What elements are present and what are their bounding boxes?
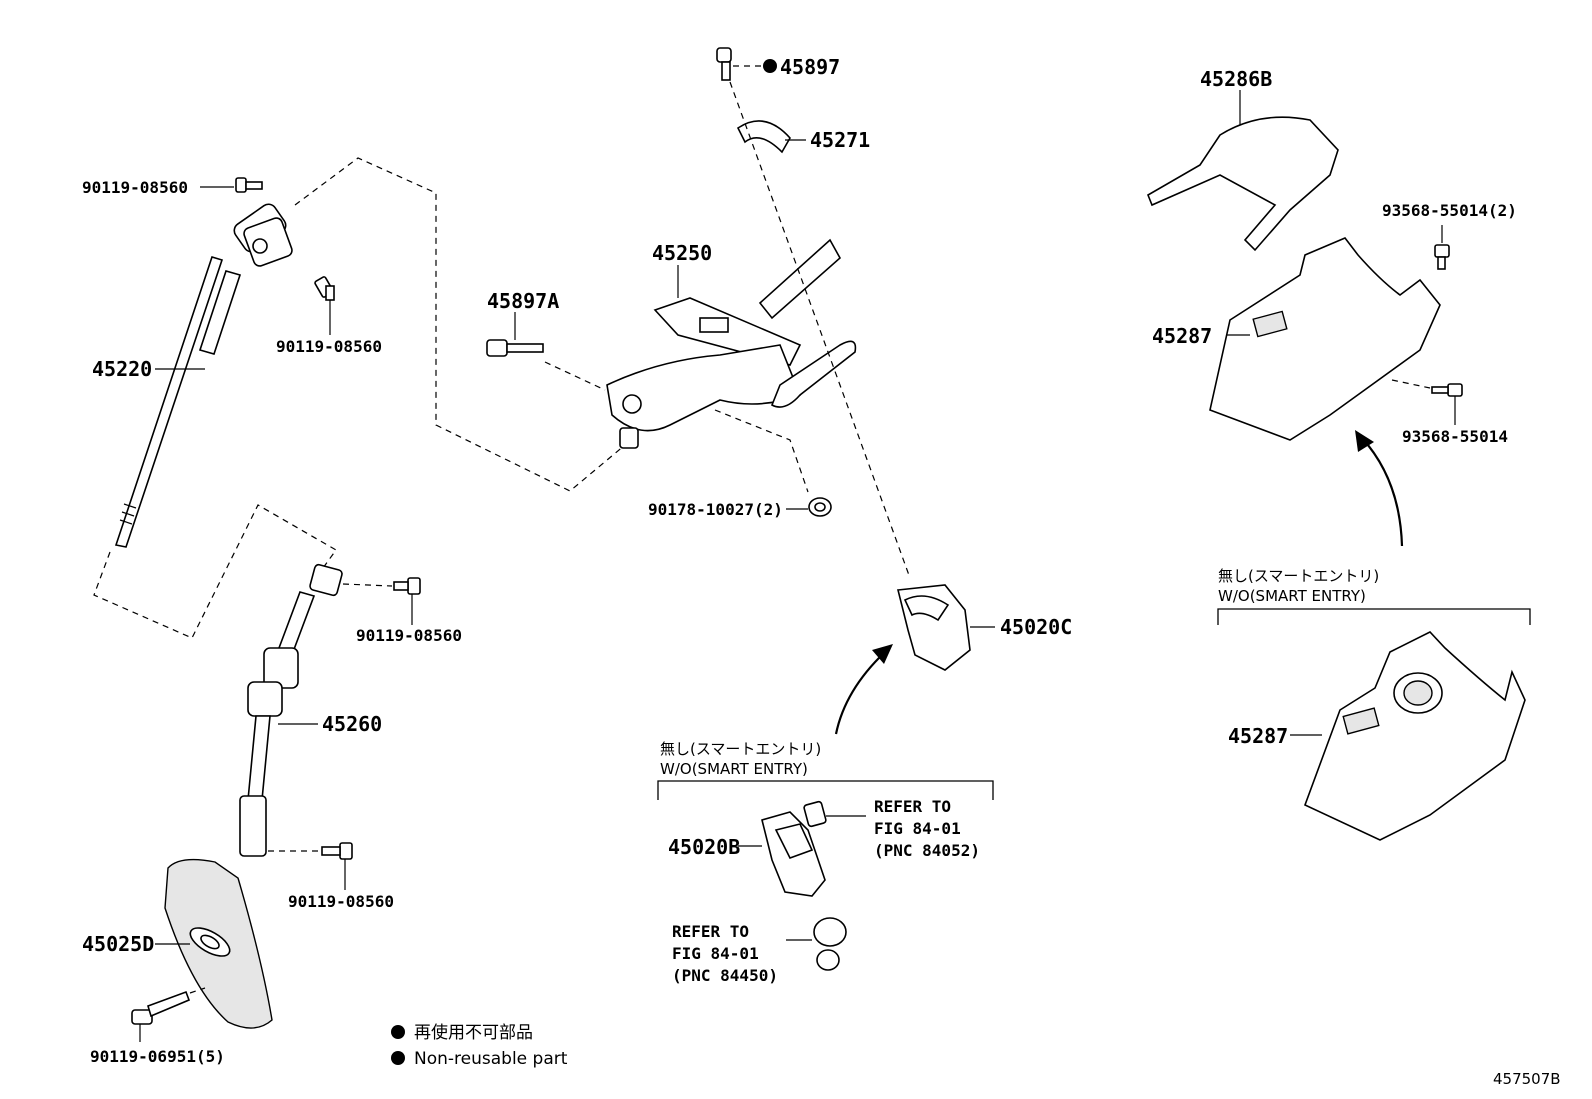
arrow-head-45287: [1355, 430, 1374, 452]
label-45271: 45271: [810, 128, 870, 152]
refer-84450-line3: (PNC 84450): [672, 966, 778, 985]
label-45020B: 45020B: [668, 835, 740, 859]
refer-84052-line1: REFER TO: [874, 797, 951, 816]
clamp-45271: [736, 120, 806, 154]
link-shaft-column: [294, 157, 626, 492]
label-90178-10027: 90178-10027(2): [648, 500, 783, 519]
center-option-bracket: [657, 780, 994, 800]
legend-bullet-en: [391, 1051, 405, 1065]
screw-93568-55014-2: [1434, 225, 1450, 270]
bolt-90119-08560-b: [314, 276, 335, 335]
bolt-90119-08560-a: [200, 177, 263, 193]
lower-shaft-45260: [239, 563, 343, 857]
steering-lock-45020C: [897, 584, 995, 671]
arrow-head-45020C: [872, 644, 893, 664]
lower-cover-45287-bottom: [1290, 631, 1526, 841]
wo-smart-entry-en-right: W/O(SMART ENTRY): [1218, 587, 1366, 605]
wo-smart-entry-jp-center: 無し(スマートエントリ): [660, 740, 821, 758]
refer-84450-line2: FIG 84-01: [672, 944, 759, 963]
wo-smart-entry-jp-right: 無し(スマートエントリ): [1218, 567, 1379, 585]
legend-text-en: Non-reusable part: [414, 1049, 568, 1069]
label-90119-06951: 90119-06951(5): [90, 1047, 225, 1066]
wo-smart-entry-en-center: W/O(SMART ENTRY): [660, 760, 808, 778]
upper-cover-45286B: [1146, 90, 1339, 252]
label-93568-55014-2: 93568-55014(2): [1382, 201, 1517, 220]
label-90119-08560-b: 90119-08560: [276, 337, 382, 356]
right-option-bracket: [1217, 608, 1531, 625]
switch-84450: [786, 917, 847, 971]
label-90119-08560-a: 90119-08560: [82, 178, 188, 197]
label-45020C: 45020C: [1000, 615, 1072, 639]
label-93568-55014: 93568-55014: [1402, 427, 1508, 446]
label-90119-08560-c: 90119-08560: [356, 626, 462, 645]
switch-84052: [803, 800, 866, 828]
link-shaft-lower: [93, 504, 337, 639]
refer-84052-line2: FIG 84-01: [874, 819, 961, 838]
dust-boot-45025D: [155, 858, 273, 1029]
bolt-45897A: [486, 312, 606, 391]
label-45250: 45250: [652, 241, 712, 265]
bolt-90119-08560-c: [342, 577, 421, 625]
label-45260: 45260: [322, 712, 382, 736]
bolt-45897: [716, 47, 777, 81]
legend-bullet-jp: [391, 1025, 405, 1039]
intermediate-shaft-45220: [114, 203, 293, 548]
arrow-to-45020C: [834, 651, 886, 735]
label-45897A: 45897A: [487, 289, 559, 313]
legend-text-jp: 再使用不可部品: [414, 1022, 533, 1043]
steering-column-45250: [606, 238, 857, 449]
label-45220: 45220: [92, 357, 152, 381]
screw-93568-55014: [1391, 379, 1463, 425]
label-45287-bottom: 45287: [1228, 724, 1288, 748]
label-90119-08560-d: 90119-08560: [288, 892, 394, 911]
label-45897: 45897: [780, 55, 840, 79]
lower-cover-45287-top: [1209, 237, 1441, 441]
label-45286B: 45286B: [1200, 67, 1272, 91]
bolt-90119-06951: [131, 987, 206, 1042]
refer-84450-line1: REFER TO: [672, 922, 749, 941]
nut-90178-10027: [714, 409, 832, 517]
label-45025D: 45025D: [82, 932, 154, 956]
arrow-to-45287: [1361, 437, 1404, 547]
label-45287-top: 45287: [1152, 324, 1212, 348]
lock-cylinder-45020B: [738, 811, 826, 897]
bolt-90119-08560-d: [268, 842, 353, 890]
figure-code: 457507B: [1493, 1070, 1561, 1088]
refer-84052-line3: (PNC 84052): [874, 841, 980, 860]
